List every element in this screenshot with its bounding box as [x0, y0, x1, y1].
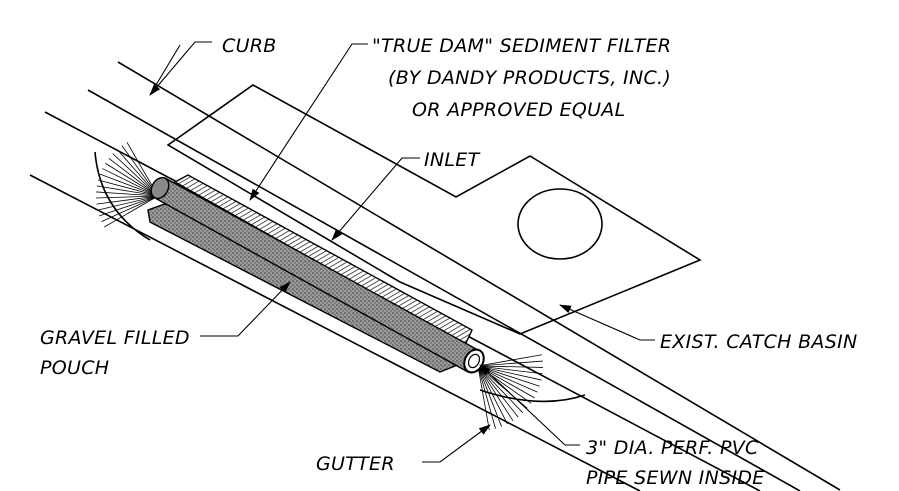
fan-hatch-line: [101, 195, 159, 222]
fan-hatch-line: [96, 195, 159, 205]
true-dam-filter-strip: [173, 174, 473, 346]
label-catch-basin: EXIST. CATCH BASIN: [660, 331, 858, 353]
fan-hatch-line: [97, 195, 159, 211]
label-pipe-line1: 3" DIA. PERF. PVC: [586, 437, 759, 459]
fan-hatch-line: [99, 173, 159, 197]
fan-hatch-line: [477, 354, 543, 367]
pvc-pipe: [150, 176, 485, 374]
label-gravel-line1: GRAVEL FILLED: [40, 327, 190, 349]
label-gutter: GUTTER: [316, 453, 395, 475]
fan-hatch-line: [477, 365, 496, 429]
catch-basin-outline: [166, 84, 702, 335]
fan-hatch-line: [477, 365, 508, 425]
fan-hatch-line: [99, 195, 159, 217]
fan-hatch-line: [477, 365, 502, 427]
label-curb: CURB: [222, 35, 277, 57]
fan-hatch-line: [104, 195, 159, 228]
fan-hatch-line: [96, 185, 159, 197]
fan-hatch-line: [98, 179, 159, 197]
right-fan: [477, 354, 586, 431]
curb-lines: [29, 61, 841, 491]
fan-hatch-line: [112, 153, 159, 197]
catch-basin-opening: [517, 188, 603, 260]
fan-hatch-line: [477, 360, 543, 367]
label-filter-line2: (BY DANDY PRODUCTS, INC.): [388, 67, 671, 89]
fan-hatch-line: [102, 168, 159, 197]
leader-lines: [149, 41, 655, 463]
fan-hatch-line: [108, 157, 159, 197]
left-fan: [94, 142, 159, 241]
label-filter-line3: OR APPROVED EQUAL: [412, 99, 626, 121]
fan-hatch-line: [105, 162, 159, 197]
fan-hatch-line: [96, 191, 159, 197]
label-filter-line1: "TRUE DAM" SEDIMENT FILTER: [372, 35, 671, 57]
fan-hatch-line: [477, 365, 490, 431]
label-inlet: INLET: [424, 149, 481, 171]
label-pipe-line2: PIPE SEWN INSIDE: [586, 467, 765, 489]
label-gravel-line2: POUCH: [40, 357, 109, 379]
fan-hatch-line: [96, 195, 159, 199]
